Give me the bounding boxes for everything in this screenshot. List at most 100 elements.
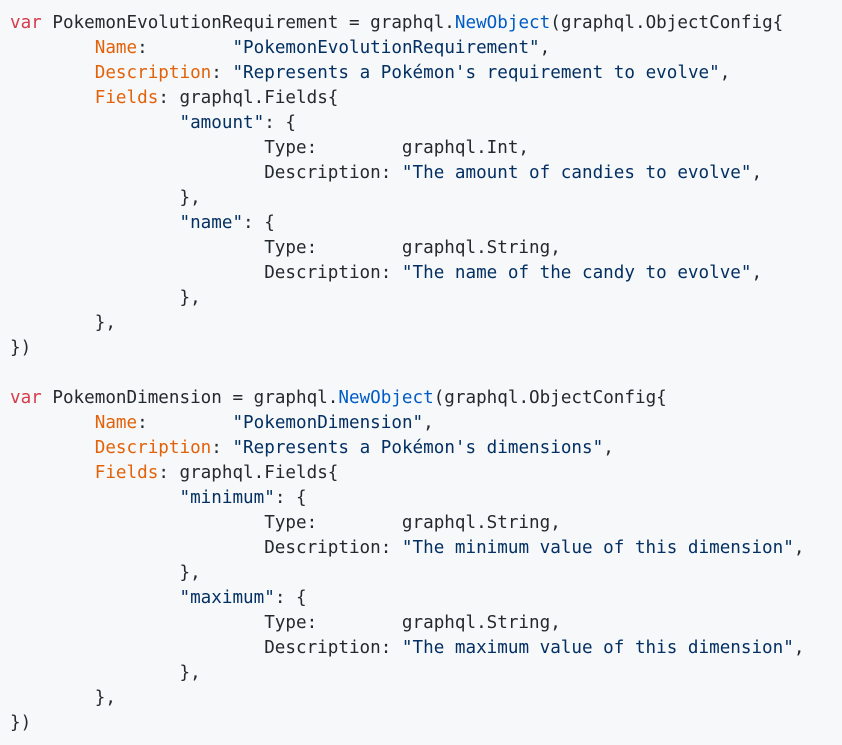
code-token: }) — [10, 338, 32, 358]
code-token: : — [211, 63, 233, 83]
code-line: Name: "PokemonDimension", — [10, 411, 842, 436]
code-line: Fields: graphql.Fields{ — [10, 86, 842, 111]
code-token: Description: — [10, 163, 402, 183]
code-line: Name: "PokemonEvolutionRequirement", — [10, 36, 842, 61]
code-token: NewObject — [454, 13, 551, 33]
code-token: "name" — [179, 213, 244, 233]
code-token: "Represents a Pokémon's dimensions" — [232, 438, 604, 458]
code-line: "amount": { — [10, 111, 842, 136]
code-token: , — [751, 163, 763, 183]
code-token: , — [793, 538, 805, 558]
code-token — [10, 113, 179, 133]
code-line: }) — [10, 336, 842, 361]
code-token: , — [751, 263, 763, 283]
code-line: Type: graphql.Int, — [10, 136, 842, 161]
code-token: Fields — [94, 463, 159, 483]
code-line: }, — [10, 286, 842, 311]
code-line: Description: "The name of the candy to e… — [10, 261, 842, 286]
code-line: Type: graphql.String, — [10, 236, 842, 261]
code-token: }, — [10, 188, 201, 208]
code-token: : — [137, 38, 233, 58]
code-line: }) — [10, 711, 842, 736]
code-token — [10, 213, 179, 233]
code-token — [10, 438, 95, 458]
code-token: : { — [243, 213, 275, 233]
code-token: : { — [274, 488, 307, 508]
code-token: "The minimum value of this dimension" — [401, 538, 794, 558]
code-token: (graphql.ObjectConfig{ — [433, 388, 667, 408]
code-token — [10, 463, 95, 483]
code-line: Type: graphql.String, — [10, 511, 842, 536]
code-token: Description — [94, 438, 212, 458]
code-line: "minimum": { — [10, 486, 842, 511]
code-token: , — [719, 63, 731, 83]
code-line: }, — [10, 661, 842, 686]
code-token — [10, 413, 95, 433]
code-line — [10, 361, 842, 386]
code-token: , — [539, 38, 551, 58]
code-token: var — [10, 388, 42, 408]
code-token: PokemonEvolutionRequirement = graphql. — [41, 13, 455, 33]
code-token: Type: graphql.String, — [10, 613, 561, 633]
code-token: , — [793, 638, 805, 658]
code-token: Fields — [94, 88, 159, 108]
code-token: Name — [94, 413, 138, 433]
code-token: Type: graphql.Int, — [10, 138, 530, 158]
code-line: var PokemonEvolutionRequirement = graphq… — [10, 11, 842, 36]
code-token: Description: — [10, 538, 402, 558]
code-token: Type: graphql.String, — [10, 238, 561, 258]
code-line: var PokemonDimension = graphql.NewObject… — [10, 386, 842, 411]
code-token: : graphql.Fields{ — [158, 88, 339, 108]
code-line: }, — [10, 561, 842, 586]
code-token: : graphql.Fields{ — [158, 463, 339, 483]
code-token: }) — [10, 713, 32, 733]
code-line: "name": { — [10, 211, 842, 236]
code-token: , — [603, 438, 614, 458]
code-token: }, — [10, 288, 201, 308]
code-token: NewObject — [338, 388, 434, 408]
code-token: }, — [10, 563, 201, 583]
code-token: Description — [94, 63, 212, 83]
code-token: Name — [94, 38, 138, 58]
code-token — [10, 63, 95, 83]
code-line: Description: "Represents a Pokémon's req… — [10, 61, 842, 86]
code-line: }, — [10, 311, 842, 336]
code-token: Description: — [10, 638, 402, 658]
code-token: Description: — [10, 263, 402, 283]
code-token: Type: graphql.String, — [10, 513, 561, 533]
code-token: "minimum" — [179, 488, 275, 508]
code-token: "amount" — [179, 113, 265, 133]
code-line: Description: "The minimum value of this … — [10, 536, 842, 561]
code-line: Description: "Represents a Pokémon's dim… — [10, 436, 842, 461]
code-token: var — [10, 13, 42, 33]
code-token: (graphql.ObjectConfig{ — [550, 13, 784, 33]
code-token: }, — [10, 663, 201, 683]
code-token — [10, 588, 179, 608]
code-token: "PokemonEvolutionRequirement" — [232, 38, 540, 58]
code-token — [10, 88, 95, 108]
code-token: "The amount of candies to evolve" — [401, 163, 752, 183]
code-token: "The name of the candy to evolve" — [401, 263, 752, 283]
code-token: "PokemonDimension" — [232, 413, 424, 433]
code-token: : { — [274, 588, 307, 608]
code-token — [10, 488, 179, 508]
code-token: "The maximum value of this dimension" — [401, 638, 794, 658]
code-token: "maximum" — [179, 588, 275, 608]
code-token — [10, 38, 95, 58]
code-line: }, — [10, 186, 842, 211]
code-line: Description: "The amount of candies to e… — [10, 161, 842, 186]
code-line: Type: graphql.String, — [10, 611, 842, 636]
code-line: }, — [10, 686, 842, 711]
code-token: PokemonDimension = graphql. — [41, 388, 339, 408]
code-token: }, — [10, 688, 116, 708]
code-token: , — [423, 413, 434, 433]
code-token: }, — [10, 313, 116, 333]
code-token: : — [137, 413, 233, 433]
code-line: Fields: graphql.Fields{ — [10, 461, 842, 486]
code-token: "Represents a Pokémon's requirement to e… — [232, 63, 720, 83]
code-line: "maximum": { — [10, 586, 842, 611]
code-token: : { — [264, 113, 297, 133]
code-token: : — [211, 438, 233, 458]
code-line: Description: "The maximum value of this … — [10, 636, 842, 661]
